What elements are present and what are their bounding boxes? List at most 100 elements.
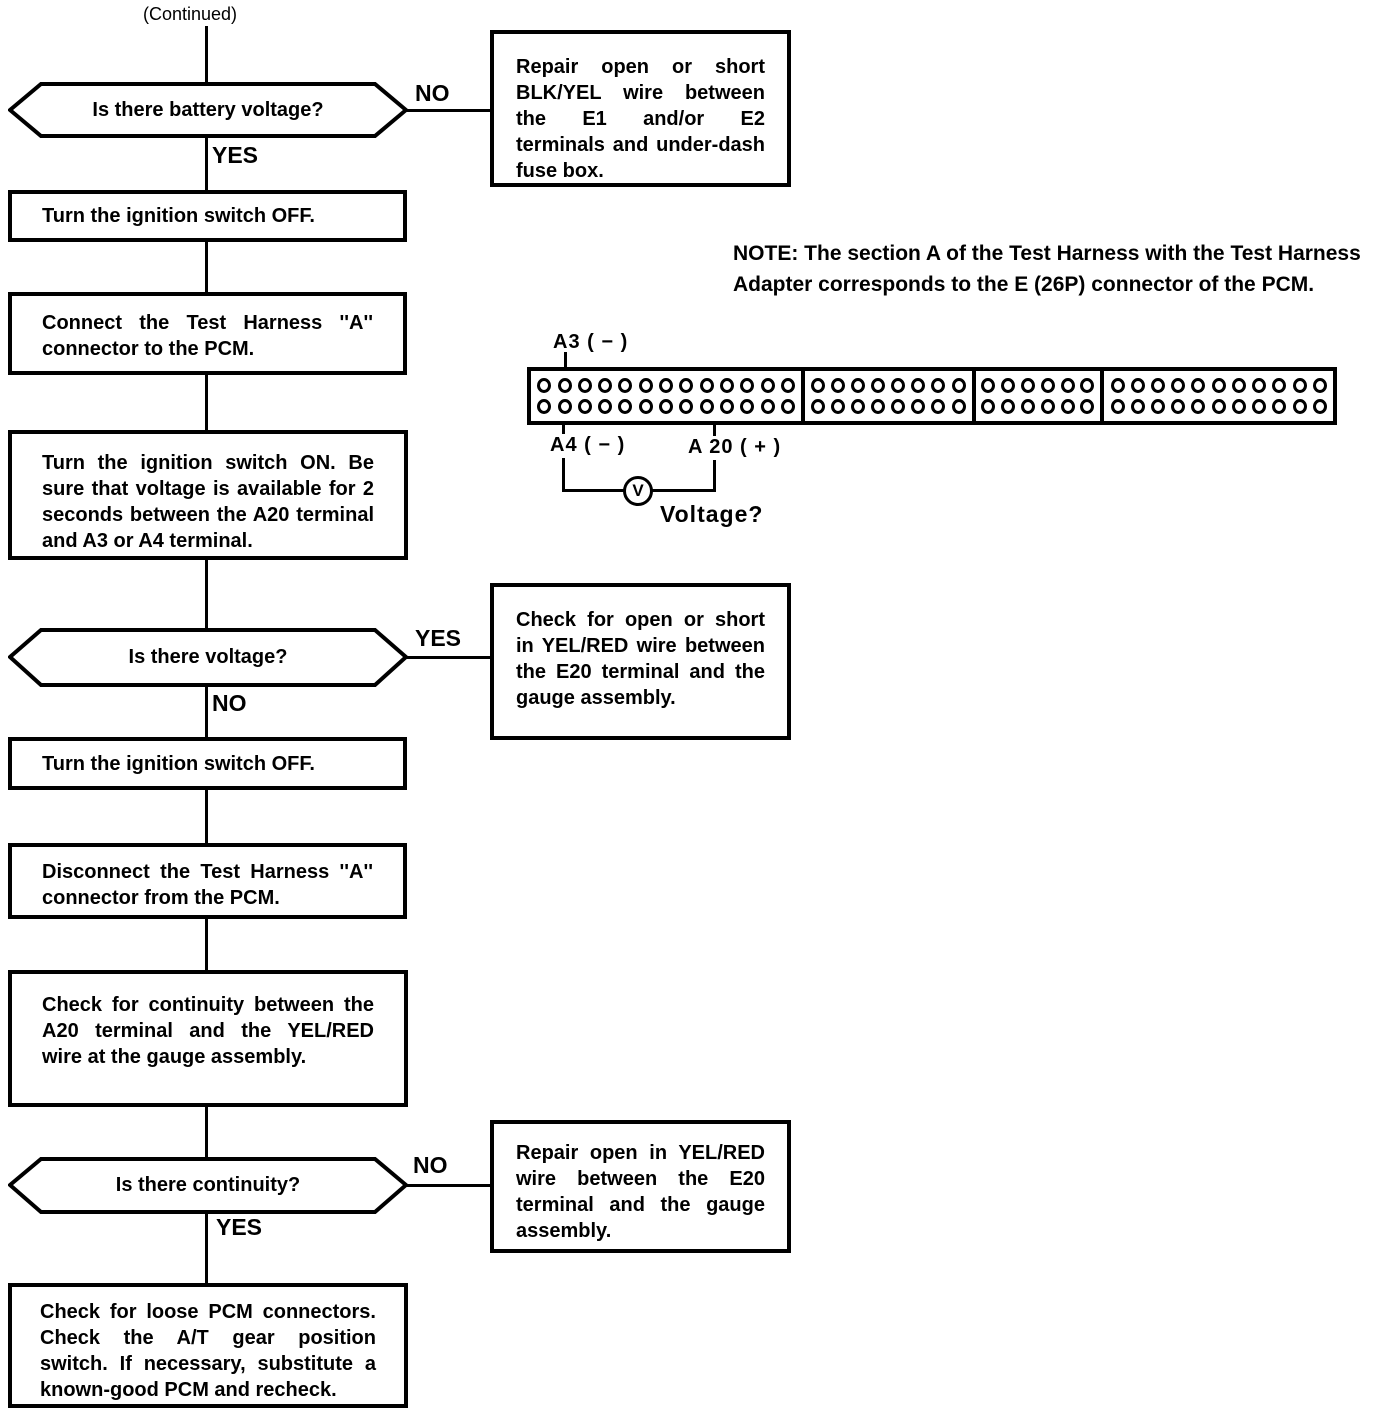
connector-pin [871,377,886,393]
decision-label: Is there battery voltage? [92,98,324,121]
box-check-continuity: Check for continuity between the A20 ter… [8,970,408,1107]
connector-pin [931,399,946,415]
pin-a3-label: A3 ( − ) [553,331,629,353]
branch-yes-label: YES [415,625,462,651]
flow-line [404,109,492,112]
connector-pin [1272,377,1287,393]
voltage-question-label: Voltage? [660,501,764,527]
connector-pin [1150,399,1165,415]
connector-pin [719,399,734,415]
connector-pin [871,399,886,415]
connector-pin [891,377,906,393]
connector-pin-row [976,377,1101,393]
connector-pin [1021,399,1036,415]
branch-no-label: NO [415,80,450,106]
connector-pin [951,399,966,415]
pin-a20-pointer-line [713,425,716,436]
connector-pin [699,377,714,393]
flow-line [404,656,492,659]
connector-pin [537,399,552,415]
voltmeter-lead-positive [713,460,716,492]
connector-pin [598,399,613,415]
connector-pin [780,399,795,415]
decision-voltage: Is there voltage? [8,628,408,687]
connector-pin [638,399,653,415]
flow-line [205,375,208,430]
connector-pin [931,377,946,393]
connector-pin [811,377,826,393]
box-final-check: Check for loose PCM connectors. Check th… [8,1283,408,1408]
connector-pin [1171,377,1186,393]
connector-pin [760,377,775,393]
flow-line [205,790,208,843]
connector-pin-row [805,377,971,393]
connector-pin [1021,377,1036,393]
connector-pin-row [531,377,801,393]
connector-pin [577,377,592,393]
voltmeter-icon: V [623,476,653,506]
connector-pin [740,377,755,393]
box-connect-harness: Connect the Test Harness ''A'' connector… [8,292,407,375]
connector-pin [557,377,572,393]
box-ignition-off-2: Turn the ignition switch OFF. [8,737,407,790]
box-disconnect-harness: Disconnect the Test Harness ''A'' connec… [8,843,407,919]
connector-pin [740,399,755,415]
connector-pin-row [1104,377,1333,393]
flow-line [205,919,208,970]
flow-line [205,26,208,84]
pin-a3-pointer-line [564,352,567,380]
connector-pin [1211,377,1226,393]
connector-pin [851,399,866,415]
connector-pin [1060,377,1075,393]
connector-pin [638,377,653,393]
flow-line [205,1107,208,1157]
connector-pin [811,399,826,415]
connector-pin [1292,399,1307,415]
decision-label: Is there continuity? [115,1174,301,1196]
connector-section [531,371,801,421]
connector-pin [1060,399,1075,415]
connector-pin [981,377,996,393]
connector-pin [1231,399,1246,415]
box-ignition-off-1: Turn the ignition switch OFF. [8,190,407,242]
connector-pin [1001,399,1016,415]
connector-pin-row [976,399,1101,415]
connector-pin [1110,377,1125,393]
pin-a20-label: A 20 ( + ) [688,436,782,458]
flow-line [205,560,208,628]
connector-pin [1080,377,1095,393]
branch-no-label: NO [413,1152,448,1178]
pcm-connector [527,367,1337,425]
connector-pin-row [531,399,801,415]
connector-pin [1130,399,1145,415]
connector-pin [618,377,633,393]
flow-line [205,687,208,737]
connector-pin [659,377,674,393]
connector-pin [1110,399,1125,415]
connector-pin-row [1104,399,1333,415]
connector-pin [1252,377,1267,393]
connector-pin [618,399,633,415]
decision-label: Is there voltage? [128,646,288,668]
connector-pin [577,399,592,415]
note-text: NOTE: The section A of the Test Harness … [733,242,1361,296]
connector-pin [699,399,714,415]
connector-pin [1292,377,1307,393]
flow-line [205,242,208,292]
connector-pin [831,399,846,415]
connector-pin [1312,377,1327,393]
connector-pin [719,377,734,393]
flow-line [404,1184,492,1187]
connector-pin [659,399,674,415]
connector-pin [1211,399,1226,415]
connector-pin [1150,377,1165,393]
branch-yes-label: YES [212,142,259,168]
connector-pin [1040,377,1055,393]
connector-pin [1040,399,1055,415]
connector-pin [911,399,926,415]
voltmeter-lead-negative [562,458,565,492]
connector-pin [891,399,906,415]
connector-pin [981,399,996,415]
connector-section [971,371,1101,421]
